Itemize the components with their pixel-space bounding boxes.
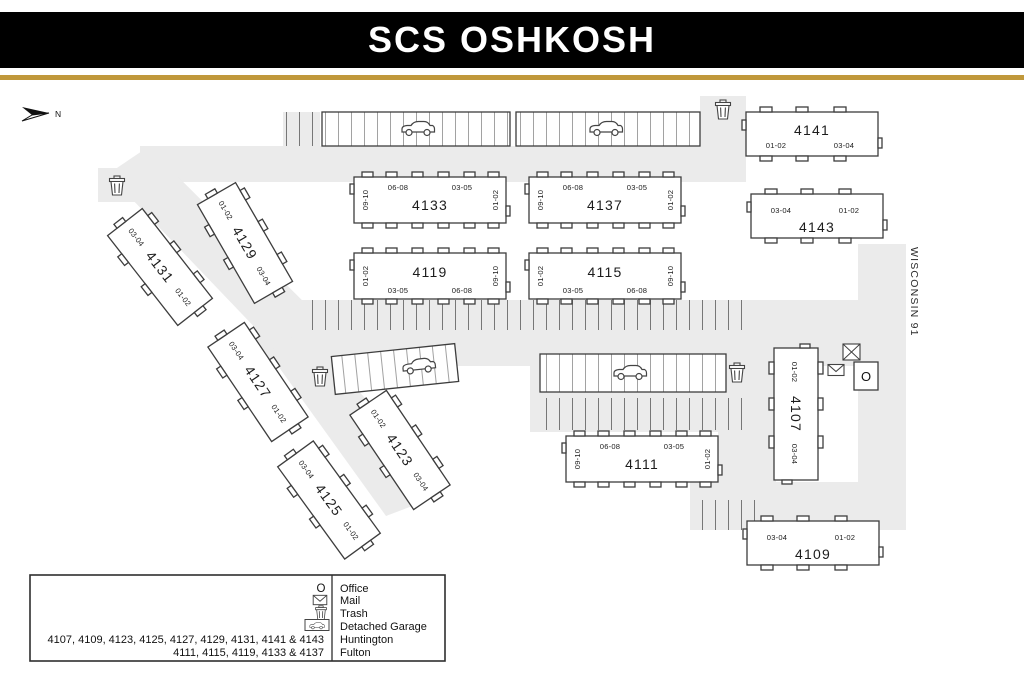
unit-range: 03-04	[790, 444, 799, 464]
building-4111: 06-08 03-05 4111 09-10 01-02	[561, 430, 723, 488]
office-icon: O	[317, 583, 326, 595]
building-number: 4137	[587, 197, 623, 213]
unit-range: 03-05	[664, 442, 684, 451]
unit-range: 06-08	[452, 286, 472, 295]
unit-range: 01-02	[361, 266, 370, 286]
unit-range: 03-05	[563, 286, 583, 295]
parking-row-middle	[304, 300, 744, 330]
unit-range: 01-02	[766, 141, 786, 150]
building-4131: 03-04 4131 01-02	[99, 200, 221, 334]
garages	[321, 111, 727, 396]
mail-icon	[827, 363, 845, 377]
legend-label-huntington: Huntington	[340, 634, 393, 646]
legend-huntington-buildings: 4107, 4109, 4123, 4125, 4127, 4129, 4131…	[48, 634, 324, 646]
unit-range: 06-08	[388, 183, 408, 192]
unit-range: 03-05	[452, 183, 472, 192]
parking-row-4111	[543, 398, 745, 430]
building-number: 4141	[794, 122, 830, 138]
buildings: 06-08 03-05 4133 09-10 01-02 06-08 03-05…	[99, 106, 888, 571]
legend: O Office Mail Trash Detached Garage Hunt…	[29, 574, 446, 662]
building-number: 4133	[412, 197, 448, 213]
legend-label-office: Office	[340, 583, 369, 595]
office-icon: O	[861, 369, 871, 384]
mail-icon	[312, 594, 328, 606]
unit-range: 03-04	[834, 141, 854, 150]
unit-range: 06-08	[600, 442, 620, 451]
building-4133: 06-08 03-05 4133 09-10 01-02	[349, 171, 511, 229]
unit-range: 09-10	[491, 266, 500, 286]
mail-station	[827, 343, 861, 377]
trash-icon	[311, 366, 329, 387]
trash-icon	[728, 362, 746, 383]
building-4129: 01-02 4129 03-04	[189, 175, 301, 311]
road-label: WISCONSIN 91	[908, 247, 920, 337]
north-label: N	[55, 109, 61, 119]
north-arrow: N	[21, 107, 61, 122]
building-4125: 03-04 4125 01-02	[270, 433, 388, 567]
unit-range: 06-08	[627, 286, 647, 295]
building-4107: 01-02 4107 03-04	[768, 343, 824, 485]
building-number: 4107	[788, 396, 804, 432]
building-4127: 03-04 4127 01-02	[200, 314, 316, 450]
unit-range: 09-10	[361, 190, 370, 210]
building-4109: 03-04 01-02 4109	[742, 515, 884, 571]
office-marker: O	[853, 361, 879, 391]
unit-range: 03-04	[771, 206, 791, 215]
header: SCS OSHKOSH	[0, 12, 1024, 68]
detached-garage	[539, 353, 727, 393]
legend-fulton-buildings: 4111, 4115, 4119, 4133 & 4137	[173, 647, 324, 659]
unit-range: 01-02	[703, 449, 712, 469]
detached-garage	[515, 111, 701, 147]
building-4137: 06-08 03-05 4137 09-10 01-02	[524, 171, 686, 229]
detached-garage	[330, 342, 460, 396]
unit-range: 03-05	[627, 183, 647, 192]
unit-range: 01-02	[790, 362, 799, 382]
unit-range: 01-02	[536, 266, 545, 286]
north-arrow-icon	[21, 112, 50, 122]
unit-range: 09-10	[573, 449, 582, 469]
site-map: O 06-08 03-05 4133 09-10 01-02 06-08 03-…	[21, 96, 920, 662]
unit-range: 03-05	[388, 286, 408, 295]
unit-range: 06-08	[563, 183, 583, 192]
legend-box	[29, 574, 446, 662]
detached-garage	[321, 111, 511, 147]
legend-label-trash: Trash	[340, 608, 368, 620]
legend-label-mail: Mail	[340, 595, 360, 607]
gold-divider	[0, 75, 1024, 80]
trash-icon	[315, 605, 327, 620]
building-number: 4109	[795, 546, 831, 562]
building-number: 4143	[799, 219, 835, 235]
unit-range: 01-02	[491, 190, 500, 210]
building-4115: 4115 03-05 06-08 01-02 09-10	[524, 247, 686, 305]
parking-stalls	[283, 112, 760, 530]
building-4141: 4141 01-02 03-04	[741, 106, 883, 162]
building-4123: 01-02 4123 03-04	[342, 382, 458, 518]
trash-icon	[108, 175, 126, 196]
building-number: 4119	[413, 264, 448, 280]
legend-label-fulton: Fulton	[340, 647, 371, 659]
unit-range: 01-02	[666, 190, 675, 210]
legend-label-garage: Detached Garage	[340, 621, 427, 633]
building-number: 4111	[625, 456, 659, 472]
building-4143: 03-04 01-02 4143	[746, 188, 888, 244]
north-arrow-icon	[22, 107, 49, 115]
road-4107-drive	[752, 366, 776, 484]
page-title: SCS OSHKOSH	[367, 19, 657, 60]
map-markers: O	[108, 99, 879, 391]
garage-icon	[304, 619, 330, 631]
parking-row-top-left	[283, 112, 320, 146]
unit-range: 01-02	[839, 206, 859, 215]
unit-range: 09-10	[536, 190, 545, 210]
building-4119: 4119 03-05 06-08 01-02 09-10	[349, 247, 511, 305]
trash-icon	[714, 99, 732, 120]
unit-range: 03-04	[767, 533, 787, 542]
unit-range: 09-10	[666, 266, 675, 286]
building-number: 4115	[588, 264, 623, 280]
unit-range: 01-02	[835, 533, 855, 542]
